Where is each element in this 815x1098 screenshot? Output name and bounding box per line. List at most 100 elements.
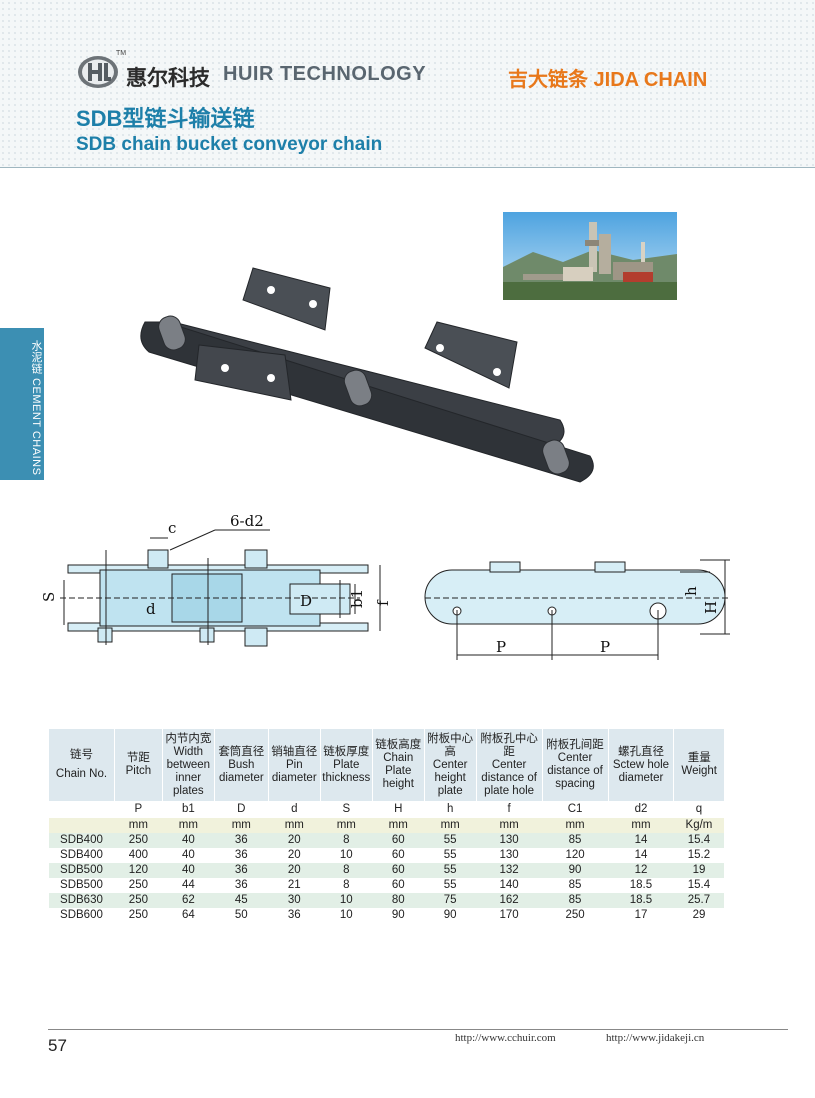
unit-cell: mm bbox=[542, 818, 608, 833]
table-cell: 130 bbox=[476, 833, 543, 848]
col-header-en: Weight bbox=[681, 765, 718, 777]
footer-divider bbox=[48, 1029, 788, 1030]
table-cell: 55 bbox=[424, 863, 477, 878]
table-cell: 15.4 bbox=[673, 833, 724, 848]
table-cell: 36 bbox=[214, 878, 269, 893]
table-cell: 8 bbox=[320, 833, 373, 848]
header-background bbox=[0, 0, 815, 168]
table-cell: 36 bbox=[214, 863, 269, 878]
symbol-cell: D bbox=[214, 801, 269, 818]
table-cell: SDB400 bbox=[48, 833, 115, 848]
huir-logo-icon bbox=[78, 56, 118, 88]
drawing-label-p1: P bbox=[496, 638, 506, 656]
col-header-cn: 内节内宽 bbox=[165, 732, 212, 745]
col-header-en: Sctew hole diameter bbox=[612, 758, 670, 784]
table-cell: 8 bbox=[320, 878, 373, 893]
table-cell: 15.2 bbox=[673, 848, 724, 863]
table-cell: 64 bbox=[162, 908, 215, 923]
unit-cell: mm bbox=[114, 818, 163, 833]
table-cell: 120 bbox=[114, 863, 163, 878]
drawing-label-c: c bbox=[168, 519, 176, 537]
table-cell: 162 bbox=[476, 893, 543, 908]
table-cell: 60 bbox=[372, 863, 425, 878]
brand-name-english: HUIR TECHNOLOGY bbox=[223, 63, 427, 85]
symbol-row: P b1 D d S H h f C1 d2 q bbox=[48, 801, 724, 818]
table-cell: 62 bbox=[162, 893, 215, 908]
col-header-en: Pin diameter bbox=[271, 758, 317, 784]
col-header-cn: 节距 bbox=[126, 752, 150, 764]
table-cell: 55 bbox=[424, 848, 477, 863]
table-cell: SDB500 bbox=[48, 863, 115, 878]
table-cell: 20 bbox=[268, 848, 321, 863]
table-cell: 10 bbox=[320, 848, 373, 863]
page-number: 57 bbox=[48, 1036, 67, 1055]
unit-cell: mm bbox=[424, 818, 477, 833]
table-cell: 20 bbox=[268, 863, 321, 878]
table-cell: 250 bbox=[114, 833, 163, 848]
table-cell: SDB630 bbox=[48, 893, 115, 908]
side-category-label: 水泥链 CEMENT CHAINS bbox=[30, 340, 42, 476]
table-cell: 40 bbox=[162, 833, 215, 848]
drawing-label-d: d bbox=[146, 600, 156, 618]
footer-url-cchuir[interactable]: http://www.cchuir.com bbox=[455, 1032, 556, 1044]
table-cell: 400 bbox=[114, 848, 163, 863]
col-header-cn: 附板孔间距 bbox=[546, 739, 604, 751]
drawing-label-D: D bbox=[300, 592, 312, 610]
symbol-cell: f bbox=[476, 801, 543, 818]
table-cell: 40 bbox=[162, 848, 215, 863]
col-header-en: Center distance of plate hole bbox=[481, 758, 537, 797]
technical-drawing: c 6-d2 S d D b1 f P P h H bbox=[40, 512, 730, 660]
table-cell: 20 bbox=[268, 833, 321, 848]
table-cell: 250 bbox=[114, 878, 163, 893]
symbol-cell: P bbox=[114, 801, 163, 818]
col-header-en: Chain Plate height bbox=[382, 752, 414, 790]
col-header-cn: 附板中心高 bbox=[427, 732, 474, 758]
table-cell: 85 bbox=[542, 833, 608, 848]
drawing-label-p2: P bbox=[600, 638, 610, 656]
col-header-cn: 链号 bbox=[69, 749, 93, 761]
drawing-label-b1: b1 bbox=[348, 589, 366, 608]
symbol-cell: d bbox=[268, 801, 321, 818]
table-cell: 30 bbox=[268, 893, 321, 908]
drawing-label-H: H bbox=[702, 601, 720, 614]
table-cell: 55 bbox=[424, 833, 477, 848]
symbol-cell: S bbox=[320, 801, 373, 818]
drawing-label-6-d2: 6-d2 bbox=[230, 512, 264, 530]
table-cell: 132 bbox=[476, 863, 543, 878]
col-header-en: Width between inner plates bbox=[166, 745, 211, 797]
table-cell: 80 bbox=[372, 893, 425, 908]
chain-product-image bbox=[140, 267, 594, 483]
symbol-cell bbox=[48, 801, 115, 818]
drawing-label-h: h bbox=[682, 586, 700, 596]
unit-cell: mm bbox=[162, 818, 215, 833]
table-cell: 36 bbox=[268, 908, 321, 923]
table-cell: 21 bbox=[268, 878, 321, 893]
col-header-en: Bush diameter bbox=[218, 758, 264, 784]
table-cell: SDB500 bbox=[48, 878, 115, 893]
trademark-mark: TM bbox=[116, 50, 127, 57]
col-header-cn: 链板高度 bbox=[375, 739, 422, 751]
table-cell: 60 bbox=[372, 878, 425, 893]
table-cell: 250 bbox=[114, 893, 163, 908]
footer-url-jidakeji[interactable]: http://www.jidakeji.cn bbox=[606, 1032, 705, 1044]
table-cell: 250 bbox=[542, 908, 608, 923]
table-cell: 170 bbox=[476, 908, 543, 923]
side-category-tab bbox=[0, 328, 44, 480]
unit-cell: mm bbox=[608, 818, 674, 833]
table-cell: 130 bbox=[476, 848, 543, 863]
col-header-cn: 重量 bbox=[687, 752, 711, 764]
unit-cell: mm bbox=[476, 818, 543, 833]
table-cell: SDB400 bbox=[48, 848, 115, 863]
brand-name-chinese: 惠尔科技 bbox=[126, 67, 210, 90]
table-cell: 85 bbox=[542, 878, 608, 893]
table-cell: 18.5 bbox=[608, 893, 674, 908]
